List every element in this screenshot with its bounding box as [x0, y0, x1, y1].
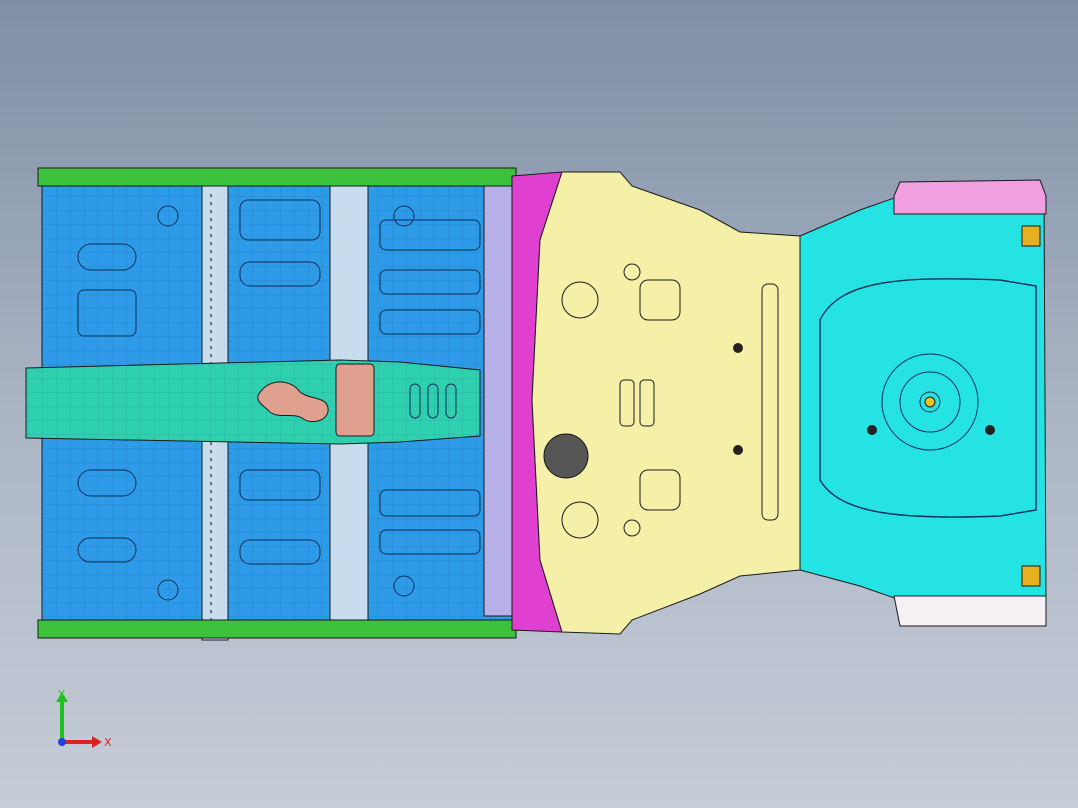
y-axis-head: [56, 692, 68, 702]
tunnel-reinforcement[interactable]: [257, 363, 375, 437]
rear-end-panel-top[interactable]: [893, 179, 1047, 215]
z-axis-dot: [58, 738, 66, 746]
drain-hole-3: [733, 445, 743, 455]
rocker-rail-top[interactable]: [37, 167, 517, 187]
spare-tire-mount: [924, 396, 936, 408]
coordinate-triad: [56, 692, 102, 748]
drain-hole-2: [733, 343, 743, 353]
rear-bracket-bottom[interactable]: [1021, 565, 1041, 587]
y-axis-label: Y: [58, 688, 65, 701]
rear-drain-left: [867, 425, 877, 435]
front-floor-ribs-lower: [77, 469, 481, 601]
rear-end-panel-bottom[interactable]: [893, 595, 1047, 627]
rear-floor-panel[interactable]: [799, 195, 1047, 601]
rear-drain-right: [985, 425, 995, 435]
rocker-rail-bottom[interactable]: [37, 619, 517, 639]
x-axis-head: [92, 736, 102, 748]
rear-bracket-top[interactable]: [1021, 225, 1041, 247]
tunnel-ribs: [409, 383, 457, 419]
tunnel-grid: [26, 360, 480, 444]
spare-tire-well[interactable]: [819, 278, 1037, 518]
spare-tire-well-rings: [881, 353, 979, 451]
front-floor-ribs-upper: [77, 199, 481, 337]
x-axis-label: X: [104, 736, 112, 749]
rear-floor-front-features: [561, 263, 779, 539]
rear-floor-front-panel[interactable]: [531, 171, 801, 635]
heel-kick-panel[interactable]: [483, 185, 513, 617]
drain-hole: [543, 433, 589, 479]
